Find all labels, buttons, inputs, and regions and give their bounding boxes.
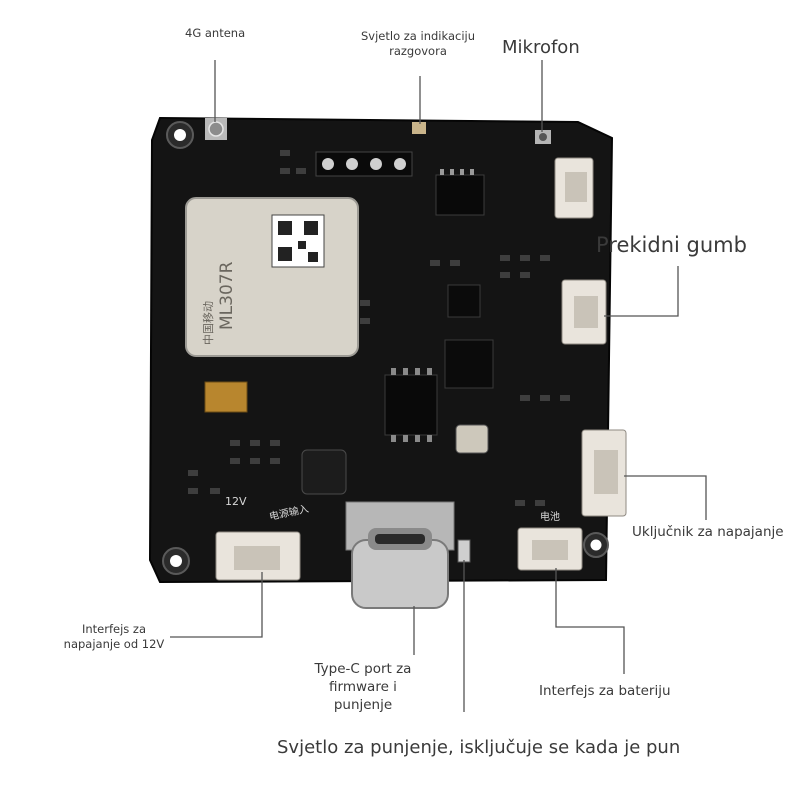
ic-chip (435, 169, 485, 216)
smd-components (188, 150, 570, 506)
pin-header (315, 151, 413, 177)
ic-chip (447, 284, 481, 318)
jst-connector-icon (554, 157, 594, 219)
module-brand-text: 中国移动 (202, 301, 215, 345)
lte-module: ML307R 中国移动 (185, 197, 359, 357)
led-icon (457, 539, 471, 563)
leader-break-button (604, 266, 679, 317)
jst-connector-icon (517, 527, 583, 571)
module-model-text: ML307R (217, 261, 237, 330)
ufl-connector-icon (205, 118, 227, 140)
tantalum-capacitor (204, 381, 248, 413)
silk-12v: 12V (225, 495, 247, 508)
ic-chip (384, 368, 438, 442)
mounting-hole-icon (162, 547, 190, 575)
mounting-hole-icon (583, 532, 609, 558)
jst-connector-icon (581, 429, 627, 517)
crystal (455, 424, 489, 454)
callout-break-button: Prekidni gumb (596, 233, 747, 257)
ic-chip (444, 339, 494, 389)
callout-call-led: Svjetlo za indikaciju razgovora (361, 29, 475, 58)
callout-power-switch: Uključnik za napajanje (632, 524, 784, 540)
callout-type-c: Type-C port za firmware i punjenje (314, 661, 412, 713)
callout-antenna: 4G antena (185, 26, 246, 40)
callout-battery: Interfejs za bateriju (539, 683, 671, 699)
leader-battery (555, 568, 625, 674)
jst-connector-icon (215, 531, 301, 581)
power-inductor (301, 449, 347, 495)
jst-connector-icon (561, 279, 607, 345)
mounting-hole-icon (166, 121, 194, 149)
microphone-icon (535, 130, 551, 144)
usb-c-port-icon (345, 501, 455, 609)
leader-lines (170, 60, 707, 712)
callout-microphone: Mikrofon (502, 37, 580, 58)
led-icon (412, 122, 426, 134)
silk-battery: 电池 (540, 510, 560, 523)
leader-12v (170, 572, 263, 638)
callout-charge-led: Svjetlo za punjenje, isključuje se kada … (277, 737, 681, 758)
leader-power-switch (624, 475, 707, 520)
callout-12v-input: Interfejs za napajanje od 12V (63, 622, 165, 651)
